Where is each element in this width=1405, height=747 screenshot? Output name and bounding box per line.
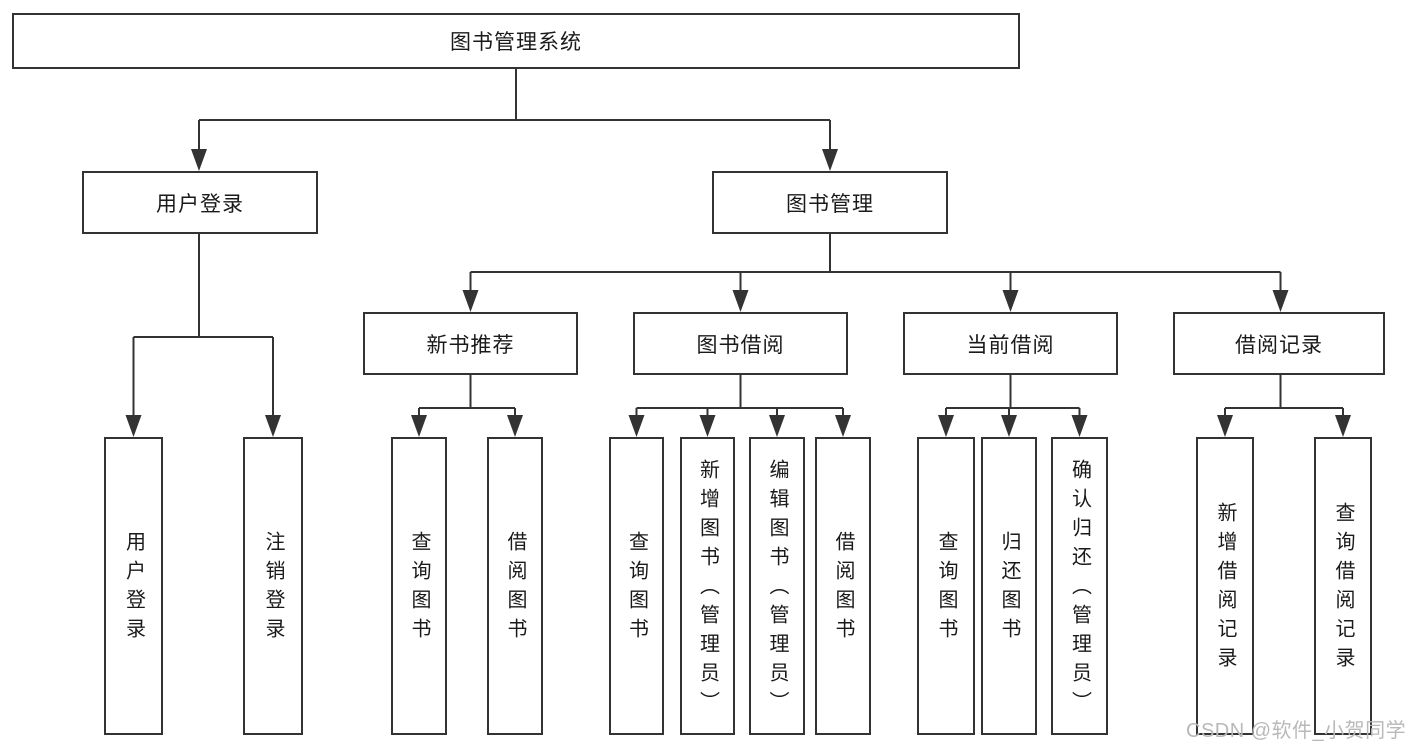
- node-user-login: 用户登录: [82, 171, 318, 234]
- leaf-borrow-book-borrow: 借阅图书: [815, 437, 871, 735]
- leaf-return-book: 归还图书: [981, 437, 1037, 735]
- node-new-book-recommend: 新书推荐: [363, 312, 578, 375]
- leaf-logout: 注销登录: [243, 437, 303, 735]
- node-library-management-system: 图书管理系统: [12, 13, 1020, 69]
- leaf-query-book-borrow: 查询图书: [609, 437, 664, 735]
- leaf-add-book-admin: 新增图书（管理员）: [680, 437, 735, 735]
- leaf-query-book-current: 查询图书: [917, 437, 975, 735]
- leaf-borrow-book-newbook: 借阅图书: [487, 437, 543, 735]
- leaf-add-borrow-record: 新增借阅记录: [1196, 437, 1254, 735]
- node-book-borrow: 图书借阅: [633, 312, 848, 375]
- leaf-edit-book-admin: 编辑图书（管理员）: [749, 437, 805, 735]
- node-borrow-records: 借阅记录: [1173, 312, 1385, 375]
- watermark-csdn: CSDN @软件_小贺同学: [1186, 720, 1405, 742]
- leaf-user-login: 用户登录: [104, 437, 163, 735]
- node-book-management: 图书管理: [712, 171, 948, 234]
- leaf-query-borrow-record: 查询借阅记录: [1314, 437, 1372, 735]
- leaf-confirm-return-admin: 确认归还（管理员）: [1051, 437, 1108, 735]
- leaf-query-book-newbook: 查询图书: [391, 437, 447, 735]
- node-current-borrow: 当前借阅: [903, 312, 1118, 375]
